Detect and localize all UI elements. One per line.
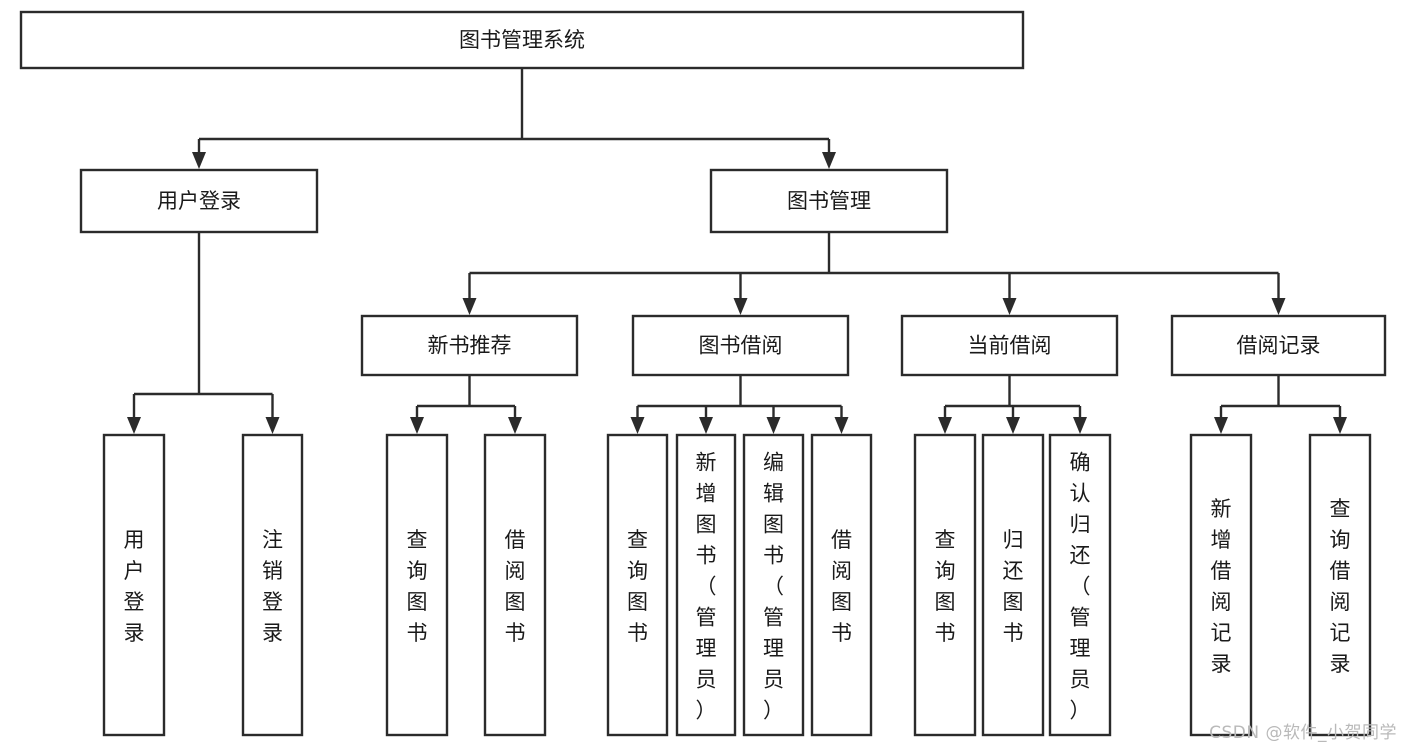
node-box (900, 314, 1119, 377)
arrow-head-icon (1214, 417, 1228, 434)
arrow-head-icon (766, 417, 781, 434)
node-label: 查询图书 (627, 528, 648, 645)
node-box (1170, 314, 1387, 377)
node-leaf-query-book-2[interactable]: 查询图书 (606, 433, 669, 737)
arrow-head-icon (1002, 298, 1017, 315)
node-box (631, 314, 850, 377)
arrow-head-icon (462, 298, 477, 315)
arrow-head-icon (938, 417, 952, 434)
node-label: 图书管理系统 (459, 28, 585, 52)
node-leaf-query-record[interactable]: 查询借阅记录 (1308, 433, 1372, 737)
node-box (1189, 433, 1253, 737)
node-box (675, 433, 737, 737)
node-label: 编辑图书（管理员） (763, 451, 784, 723)
arrow-head-icon (410, 417, 424, 434)
node-book-borrow[interactable]: 图书借阅 (631, 314, 850, 377)
node-label: 注销登录 (262, 528, 283, 645)
node-box (913, 433, 977, 737)
node-label: 借阅图书 (505, 528, 526, 645)
node-box (385, 433, 449, 737)
arrow-head-icon (1006, 417, 1020, 434)
node-label: 借阅记录 (1237, 334, 1321, 358)
node-leaf-add-book[interactable]: 新增图书（管理员） (675, 433, 737, 737)
arrow-head-icon (127, 417, 141, 434)
node-label: 图书管理 (787, 189, 871, 213)
node-book-manage[interactable]: 图书管理 (709, 168, 949, 234)
node-box (483, 433, 547, 737)
node-label: 查询图书 (407, 528, 428, 645)
arrow-head-icon (265, 417, 280, 434)
node-leaf-add-record[interactable]: 新增借阅记录 (1189, 433, 1253, 737)
node-label: 当前借阅 (968, 334, 1052, 358)
node-leaf-confirm-return[interactable]: 确认归还（管理员） (1048, 433, 1112, 737)
node-box (1048, 433, 1112, 737)
node-box (19, 10, 1025, 70)
arrow-head-icon (630, 417, 645, 434)
node-leaf-query-book-1[interactable]: 查询图书 (385, 433, 449, 737)
node-label: 查询借阅记录 (1330, 497, 1351, 676)
node-label: 新增借阅记录 (1211, 497, 1232, 676)
arrow-head-icon (192, 152, 206, 169)
arrow-head-icon (1271, 298, 1286, 315)
node-borrow-record[interactable]: 借阅记录 (1170, 314, 1387, 377)
node-box (709, 168, 949, 234)
node-leaf-query-book-3[interactable]: 查询图书 (913, 433, 977, 737)
node-box (742, 433, 805, 737)
node-label: 新增图书（管理员） (696, 451, 717, 723)
node-box (102, 433, 166, 737)
node-box (981, 433, 1045, 737)
node-label: 图书借阅 (699, 334, 783, 358)
nodes-layer: 图书管理系统用户登录图书管理新书推荐图书借阅当前借阅借阅记录用户登录注销登录查询… (19, 10, 1387, 737)
node-box (1308, 433, 1372, 737)
node-leaf-return-book[interactable]: 归还图书 (981, 433, 1045, 737)
node-user-login[interactable]: 用户登录 (79, 168, 319, 234)
node-box (360, 314, 579, 377)
node-label: 用户登录 (157, 189, 241, 213)
arrow-head-icon (1333, 417, 1347, 434)
node-label: 用户登录 (124, 528, 145, 645)
node-leaf-user-logout[interactable]: 注销登录 (241, 433, 304, 737)
node-new-book-rec[interactable]: 新书推荐 (360, 314, 579, 377)
node-box (241, 433, 304, 737)
arrow-head-icon (699, 417, 713, 434)
node-box (606, 433, 669, 737)
node-label: 归还图书 (1003, 528, 1024, 645)
node-leaf-borrow-book-2[interactable]: 借阅图书 (810, 433, 873, 737)
node-current-borrow[interactable]: 当前借阅 (900, 314, 1119, 377)
node-leaf-borrow-book-1[interactable]: 借阅图书 (483, 433, 547, 737)
node-label: 借阅图书 (831, 528, 852, 645)
arrow-head-icon (834, 417, 849, 434)
arrow-head-icon (733, 298, 748, 315)
arrow-head-icon (822, 152, 836, 169)
node-label: 查询图书 (935, 528, 956, 645)
node-leaf-edit-book[interactable]: 编辑图书（管理员） (742, 433, 805, 737)
node-label: 确认归还（管理员） (1070, 451, 1091, 723)
arrow-head-icon (508, 417, 522, 434)
node-box (810, 433, 873, 737)
connectors-layer (127, 68, 1347, 434)
node-box (79, 168, 319, 234)
node-root[interactable]: 图书管理系统 (19, 10, 1025, 70)
node-leaf-user-login[interactable]: 用户登录 (102, 433, 166, 737)
arrow-head-icon (1073, 417, 1087, 434)
node-label: 新书推荐 (428, 334, 512, 358)
